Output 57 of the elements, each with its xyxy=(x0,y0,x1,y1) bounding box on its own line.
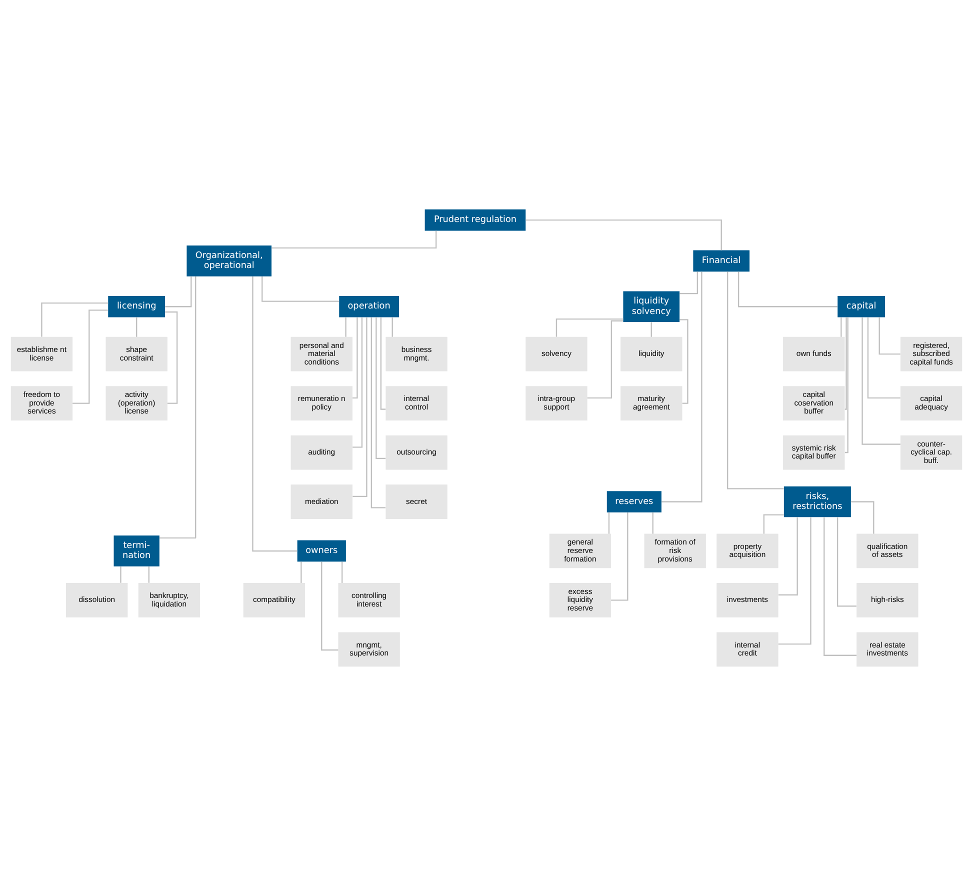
connector xyxy=(611,512,628,601)
connector xyxy=(836,517,856,607)
connector xyxy=(763,514,784,534)
connector xyxy=(680,272,698,294)
connector xyxy=(342,562,343,583)
connector xyxy=(72,310,108,404)
node-box: liquidity solvency xyxy=(623,291,680,322)
connector xyxy=(136,317,138,337)
connector xyxy=(380,317,386,410)
connector xyxy=(680,319,688,404)
node-box: capital xyxy=(838,296,886,318)
connector xyxy=(392,317,393,337)
node-box: risks, restrictions xyxy=(784,486,851,518)
connector xyxy=(148,566,150,583)
connector xyxy=(352,317,368,497)
connector xyxy=(165,276,192,308)
connector xyxy=(652,512,654,534)
connector xyxy=(160,276,196,539)
connector xyxy=(662,272,702,502)
connector xyxy=(878,317,900,355)
connector xyxy=(526,219,722,250)
connector xyxy=(862,317,900,445)
connector xyxy=(608,512,610,534)
node-box: operation xyxy=(339,296,400,318)
connector xyxy=(272,230,437,249)
node-box: licensing xyxy=(108,296,166,318)
connector xyxy=(587,320,623,399)
connector xyxy=(352,317,358,399)
node-box: Prudent regulation xyxy=(424,209,526,231)
connector xyxy=(840,317,842,337)
node-box: termi- nation xyxy=(114,536,160,566)
connector xyxy=(120,566,122,583)
connector xyxy=(738,272,838,308)
connector xyxy=(867,317,900,399)
connector xyxy=(376,317,386,460)
connector xyxy=(844,317,848,454)
node-box: Organizational, operational xyxy=(186,246,272,276)
connector xyxy=(321,562,338,651)
connector xyxy=(556,318,624,337)
connector xyxy=(352,317,363,448)
connector xyxy=(345,317,346,337)
node-box: Financial xyxy=(693,250,750,272)
connector xyxy=(300,562,302,583)
connector xyxy=(778,517,798,596)
connector xyxy=(370,317,386,508)
connector xyxy=(41,302,108,337)
connector xyxy=(726,272,784,490)
connector xyxy=(824,517,857,656)
connector xyxy=(165,311,178,404)
connector xyxy=(778,517,812,645)
node-box: owners xyxy=(297,540,346,562)
node-box: reserves xyxy=(606,491,662,512)
connector xyxy=(650,322,652,337)
connector xyxy=(252,276,298,552)
connector xyxy=(844,317,847,410)
connector xyxy=(850,501,874,534)
connector xyxy=(262,276,339,302)
